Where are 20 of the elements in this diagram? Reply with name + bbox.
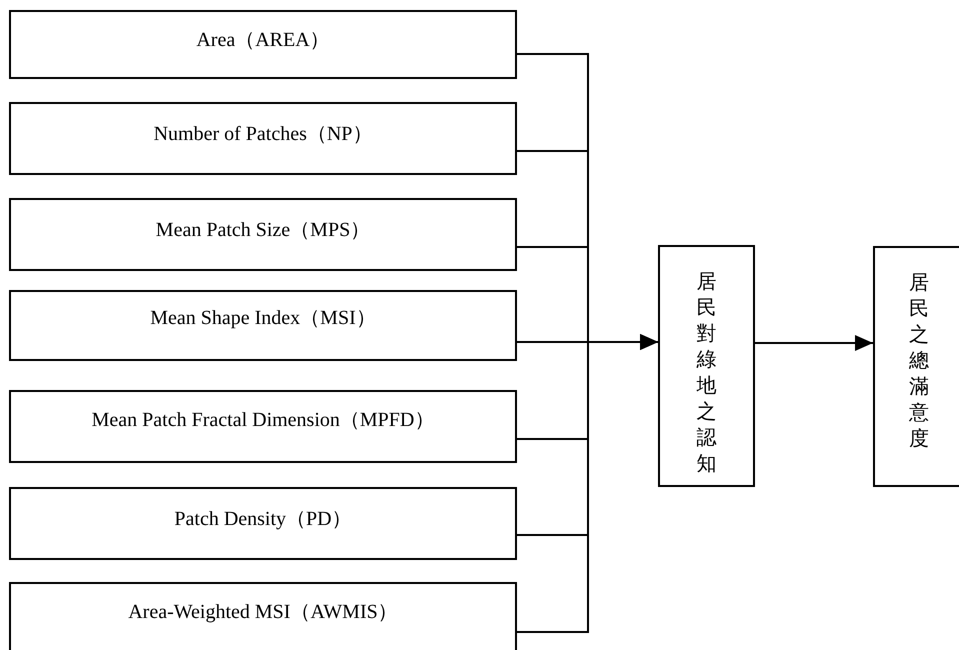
- metric-box: [9, 582, 517, 650]
- arrow: [755, 335, 873, 351]
- metric-box: [9, 390, 517, 463]
- metric-box: [9, 102, 517, 175]
- metric-box: [9, 198, 517, 271]
- concept-box: [658, 245, 755, 487]
- metric-box: [9, 487, 517, 560]
- arrow: [517, 334, 658, 633]
- box-label: Area-Weighted MSI（AWMIS）: [127, 600, 399, 625]
- box-label: Mean Shape Index（MSI）: [149, 306, 377, 331]
- concept-box: [873, 246, 959, 487]
- vertical-label: 居民之總滿意度: [908, 271, 930, 452]
- metric-box: [9, 290, 517, 361]
- box-label: Mean Patch Size（MPS）: [154, 218, 372, 243]
- vertical-label: 居民對綠地之認知: [696, 270, 718, 477]
- metric-box: [9, 10, 517, 79]
- box-label: Area（AREA）: [195, 28, 331, 53]
- box-label: Mean Patch Fractal Dimension（MPFD）: [90, 408, 436, 433]
- box-label: Patch Density（PD）: [173, 507, 353, 532]
- box-label: Number of Patches（NP）: [152, 122, 374, 147]
